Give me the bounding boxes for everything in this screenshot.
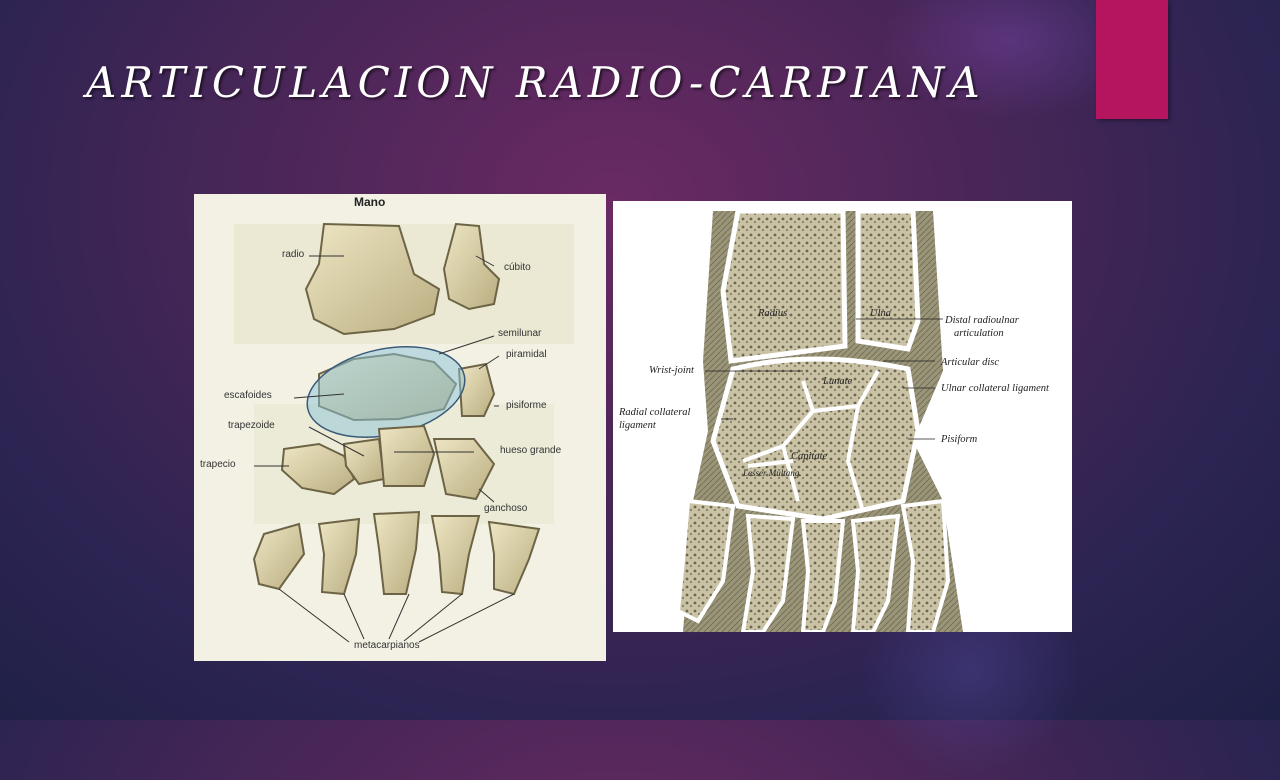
hueso-grande-bone bbox=[377, 424, 436, 487]
metacarpal bbox=[317, 517, 361, 596]
wrist-section-illustration bbox=[675, 208, 963, 632]
ganchoso-bone bbox=[432, 438, 496, 501]
metacarpal bbox=[430, 515, 481, 596]
label-distal-radioulnar-line2: articulation bbox=[954, 328, 1004, 339]
label-lesser-multang: Lesser Multang. bbox=[743, 468, 802, 478]
metacarpal bbox=[252, 522, 306, 591]
label-radial-collateral-line2: ligament bbox=[619, 420, 656, 431]
wrist-bones-illustration bbox=[234, 222, 574, 643]
label-hueso-grande: hueso grande bbox=[500, 445, 562, 456]
right-anatomy-figure: Radius Ulna Lunate Capitate Lesser Multa… bbox=[613, 201, 1072, 632]
metacarpal bbox=[487, 520, 541, 596]
accent-bar bbox=[1096, 0, 1168, 119]
trapecio-bone bbox=[280, 442, 356, 496]
cubito-bone bbox=[442, 222, 501, 311]
label-ulna: Ulna bbox=[870, 308, 891, 319]
label-trapezoide: trapezoide bbox=[228, 420, 275, 431]
label-articular-disc: Articular disc bbox=[941, 357, 1000, 368]
label-cubito: cúbito bbox=[504, 262, 531, 273]
slide-title: Articulacion radio-carpiana bbox=[86, 58, 985, 107]
radio-bone bbox=[304, 222, 441, 336]
label-escafoides: escafoides bbox=[224, 390, 272, 401]
label-piramidal: piramidal bbox=[506, 349, 547, 360]
label-radio: radio bbox=[282, 249, 305, 260]
label-capitate: Capitate bbox=[791, 451, 828, 462]
label-wrist-joint: Wrist-joint bbox=[649, 365, 694, 376]
label-lunate: Lunate bbox=[823, 376, 853, 387]
label-metacarpianos: metacarpianos bbox=[354, 640, 420, 651]
label-ganchoso: ganchoso bbox=[484, 503, 528, 514]
piramidal-bone bbox=[457, 362, 496, 417]
metacarpal bbox=[372, 510, 421, 595]
left-anatomy-figure: Mano radio cúbito semilunar piramidal es… bbox=[194, 194, 606, 661]
left-figure-heading: Mano bbox=[354, 195, 386, 209]
label-distal-radioulnar: Distal radioulnar bbox=[945, 315, 1019, 326]
label-pisiforme: pisiforme bbox=[506, 400, 547, 411]
label-radius: Radius bbox=[758, 308, 788, 319]
label-ulnar-collateral: Ulnar collateral ligament bbox=[941, 383, 1049, 394]
label-trapecio: trapecio bbox=[200, 459, 236, 470]
label-pisiform: Pisiform bbox=[941, 434, 978, 445]
label-radial-collateral: Radial collateral bbox=[619, 407, 691, 418]
label-semilunar: semilunar bbox=[498, 328, 542, 339]
